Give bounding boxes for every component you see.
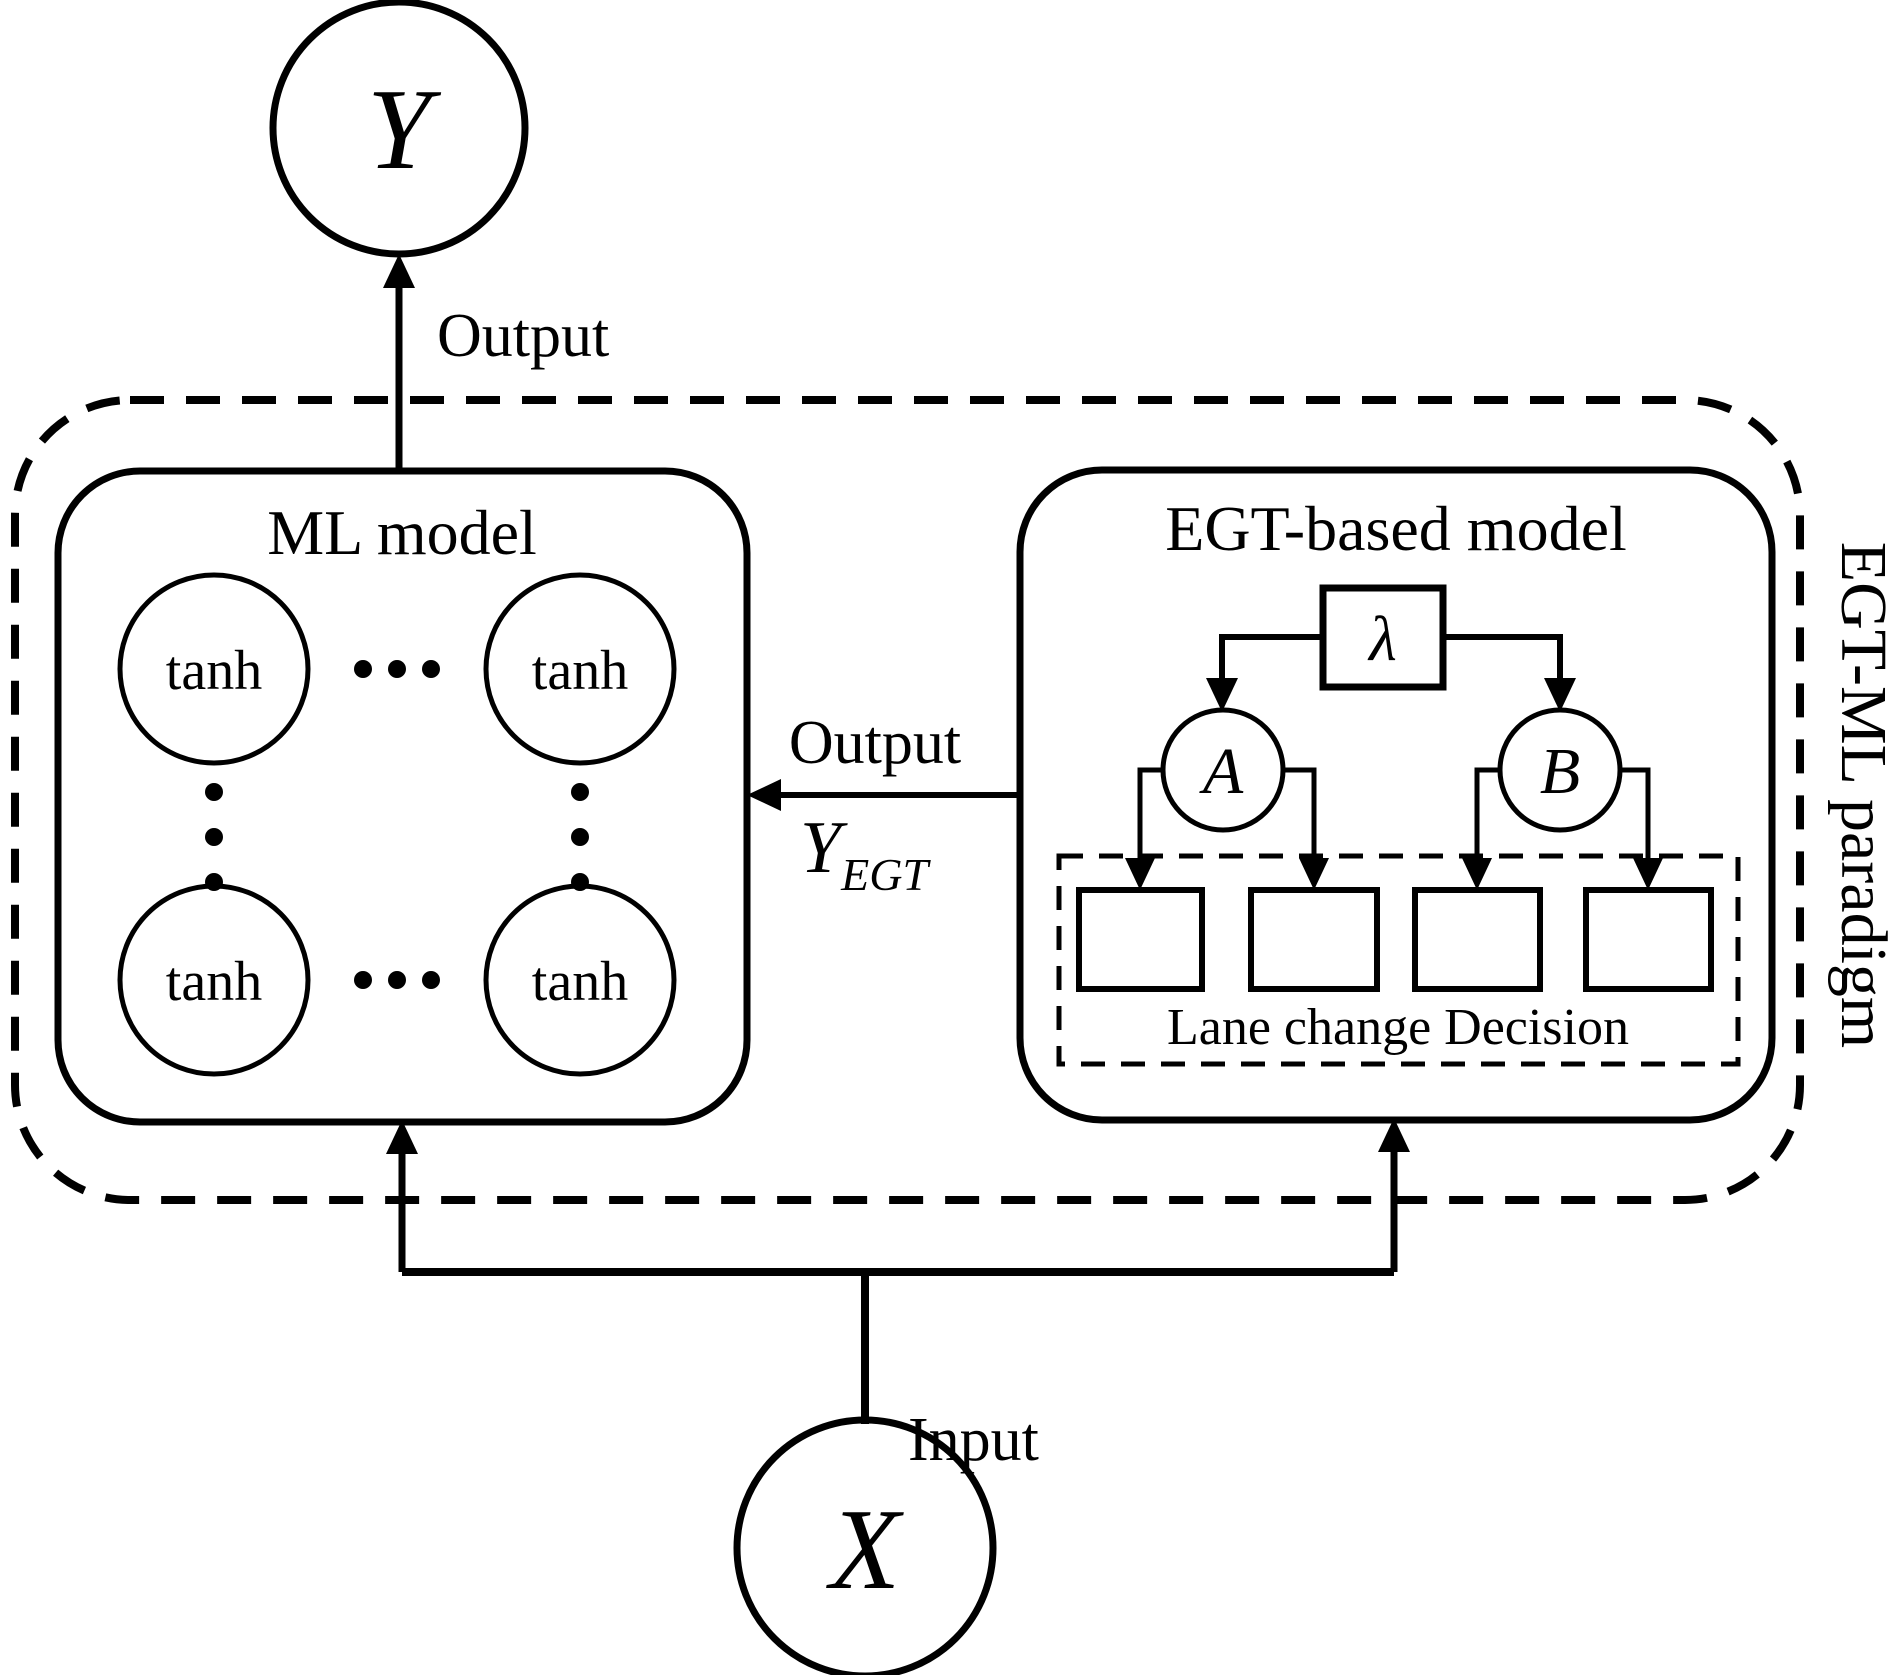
strategy-b-label: B — [1540, 735, 1580, 808]
lambda-to-b-line — [1443, 634, 1563, 682]
top-output-label: Output — [437, 302, 609, 370]
tanh-neuron-bottom-right: tanh — [483, 883, 677, 1077]
tanh-label: tanh — [166, 640, 262, 702]
a-left-arrowhead-icon — [1125, 858, 1155, 890]
strategy-a-label: A — [1199, 735, 1244, 808]
b-right-arrowhead-icon — [1633, 858, 1663, 890]
tanh-circle — [483, 572, 677, 766]
egt-model-box: EGT-based model λ A B — [1016, 466, 1776, 1124]
b-right-drop-line — [1620, 767, 1651, 862]
input-connector: Input — [386, 1118, 1410, 1474]
egt-output-symbol-base: Y — [800, 807, 848, 889]
x-node-circle — [733, 1416, 997, 1675]
top-output-arrow: Output — [383, 254, 609, 471]
egt-output-symbol-subscript: EGT — [840, 849, 931, 900]
tanh-neuron-top-left: tanh — [117, 572, 311, 766]
y-node-circle — [269, 0, 529, 258]
paradigm-boundary: EGT-ML paradigm — [11, 396, 1890, 1204]
lambda-to-b-arrowhead-icon — [1544, 678, 1576, 712]
output-node-y: Y — [269, 0, 529, 258]
vertical-ellipsis-left-icon — [205, 783, 223, 891]
paradigm-dashed-border — [11, 396, 1804, 1204]
a-right-drop-line — [1283, 767, 1317, 862]
decision-cell-4 — [1583, 887, 1714, 992]
decision-cell-1 — [1076, 887, 1205, 992]
lambda-label: λ — [1367, 603, 1397, 674]
b-left-arrowhead-icon — [1462, 858, 1492, 890]
tanh-circle — [117, 572, 311, 766]
decision-box: Lane change Decision — [1056, 853, 1741, 1067]
egt-output-symbol: YEGT — [800, 807, 931, 900]
decision-label: Lane change Decision — [1167, 999, 1629, 1056]
tanh-neuron-bottom-left: tanh — [117, 883, 311, 1077]
egt-model-title: EGT-based model — [1165, 493, 1627, 564]
paradigm-title: EGT-ML paradigm — [1827, 542, 1890, 1049]
strategy-b-node: B — [1497, 707, 1623, 833]
b-left-drop-line — [1474, 767, 1500, 862]
input-to-egt-arrowhead-icon — [1378, 1118, 1410, 1152]
ml-model-border — [54, 467, 751, 1126]
egt-output-arrowhead-icon — [747, 779, 781, 811]
lambda-to-a-arrowhead-icon — [1206, 678, 1238, 712]
a-left-drop-line — [1137, 767, 1163, 862]
tanh-neuron-top-right: tanh — [483, 572, 677, 766]
horizontal-ellipsis-bottom-icon — [354, 971, 440, 989]
strategy-a-node: A — [1160, 707, 1286, 833]
tanh-label: tanh — [166, 951, 262, 1013]
vertical-ellipsis-right-icon — [571, 783, 589, 891]
ml-model-box: ML model tanh tanh tanh tanh — [54, 467, 751, 1126]
x-node-label: X — [826, 1486, 904, 1613]
output-arrowhead-icon — [383, 254, 415, 288]
decision-cell-3 — [1412, 887, 1543, 992]
a-right-arrowhead-icon — [1299, 858, 1329, 890]
input-node-x: X — [733, 1416, 997, 1675]
y-node-label: Y — [367, 66, 442, 193]
lambda-to-a-line — [1219, 634, 1323, 682]
input-to-ml-arrowhead-icon — [386, 1120, 418, 1154]
egt-output-label: Output — [789, 709, 961, 777]
egt-output-arrow: Output YEGT — [747, 709, 1020, 900]
tanh-label: tanh — [532, 640, 628, 702]
ml-model-title: ML model — [267, 497, 537, 568]
decision-cell-2 — [1248, 887, 1380, 992]
decision-dashed-border — [1056, 853, 1741, 1067]
horizontal-ellipsis-top-icon — [354, 660, 440, 678]
tanh-label: tanh — [532, 951, 628, 1013]
